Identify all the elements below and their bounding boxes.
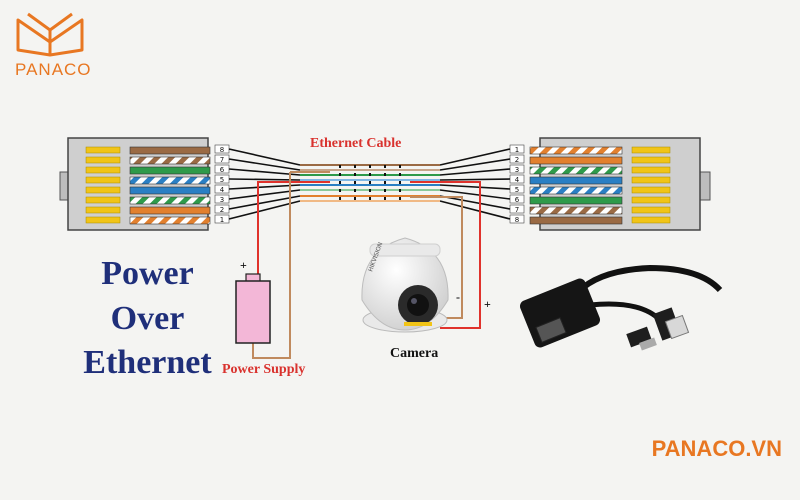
camera-minus-sign: - — [456, 290, 460, 304]
left-pin-label: 2 — [220, 206, 224, 214]
title-line-1: Power — [101, 255, 194, 292]
left-pin-label: 4 — [220, 186, 225, 194]
right-pin-label: 6 — [515, 196, 520, 204]
left-pin-label: 8 — [220, 146, 224, 154]
left-pin-label: 7 — [220, 156, 224, 164]
left-leads — [228, 148, 301, 220]
right-rj45-connector — [529, 137, 711, 231]
title-line-3: Ethernet — [83, 344, 212, 381]
right-leads — [439, 148, 511, 220]
left-pin-label: 5 — [220, 176, 224, 184]
left-rj45-connector — [59, 137, 211, 231]
poe-injector-icon — [519, 264, 723, 351]
right-wires — [529, 146, 623, 225]
website-label: PANACO.VN — [651, 436, 782, 461]
right-pin-label: 3 — [515, 166, 519, 174]
right-pin-label: 8 — [515, 216, 519, 224]
left-contacts — [85, 146, 121, 224]
right-pin-label: 1 — [515, 146, 519, 154]
right-contacts — [631, 146, 671, 224]
left-wires — [129, 146, 211, 225]
battery-plus-sign: + — [240, 258, 247, 272]
battery-icon — [235, 273, 271, 344]
left-pin-label: 3 — [220, 196, 224, 204]
logo-icon — [16, 12, 84, 57]
left-pin-label: 6 — [220, 166, 225, 174]
camera-label: Camera — [390, 346, 439, 361]
camera-plus-sign: + — [484, 297, 491, 311]
title-line-2: Over — [110, 300, 185, 337]
power-supply-label: Power Supply — [222, 362, 306, 377]
right-pin-label: 7 — [515, 206, 519, 214]
logo-text: PANACO — [15, 60, 92, 79]
camera-icon: HIKVISION — [361, 237, 449, 333]
ethernet-cable — [300, 164, 440, 202]
right-pin-label: 5 — [515, 186, 519, 194]
camera-power-wires — [410, 181, 481, 329]
right-pin-label: 4 — [515, 176, 520, 184]
ethernet-cable-label: Ethernet Cable — [310, 136, 402, 151]
right-pin-label: 2 — [515, 156, 519, 164]
left-pin-label: 1 — [220, 216, 224, 224]
